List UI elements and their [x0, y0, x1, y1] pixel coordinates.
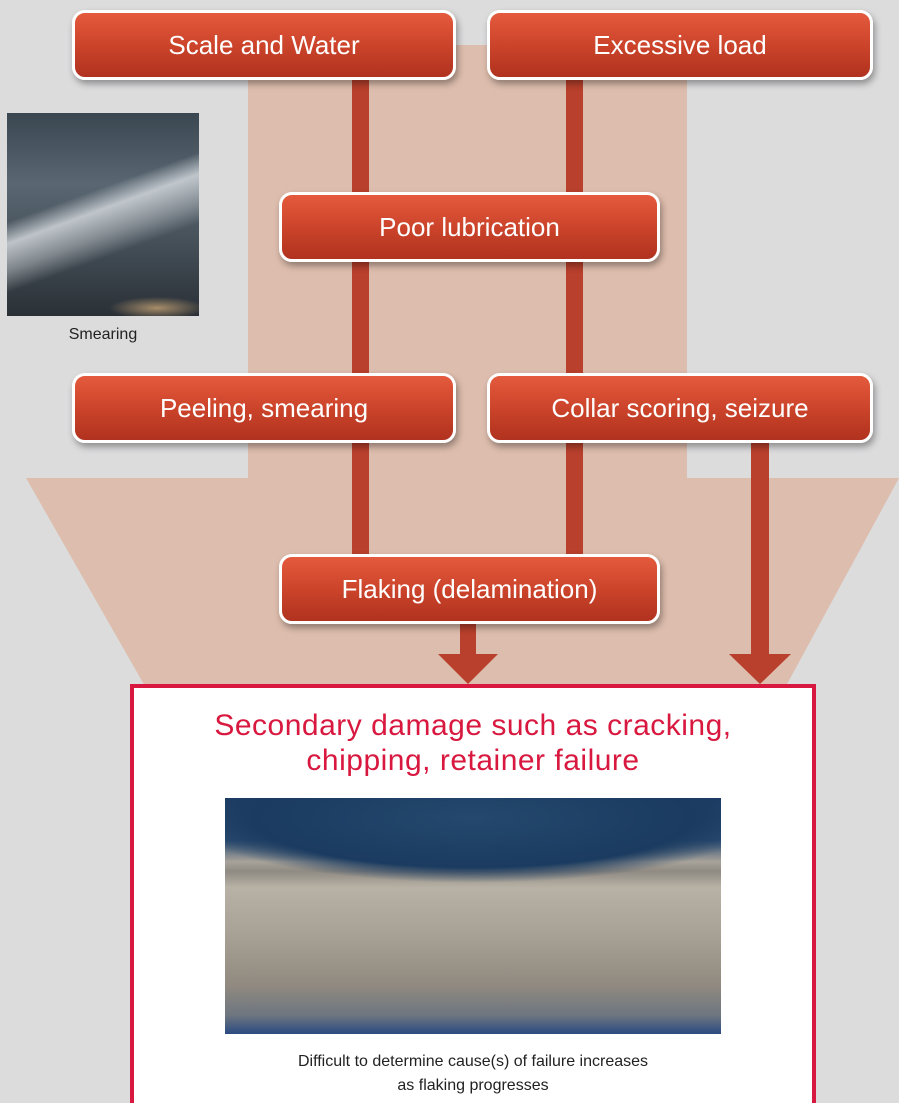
- peeling-smearing-label: Peeling, smearing: [159, 392, 369, 423]
- secondary-damage-caption: Difficult to determine cause(s) of failu…: [134, 1050, 812, 1098]
- smearing-caption: Smearing: [68, 326, 138, 343]
- secondary-damage-title: Secondary damage such as cracking, chipp…: [134, 708, 812, 778]
- arrowhead-collar: [729, 654, 791, 684]
- connector-scale-to-flaking: [352, 70, 369, 570]
- collar-scoring-label: Collar scoring, seizure: [551, 392, 809, 423]
- title-line-1: Secondary damage such as cracking,: [214, 709, 732, 742]
- arrowhead-flaking: [438, 654, 498, 684]
- flaking-photo: [225, 798, 721, 1034]
- peeling-smearing-box: Peeling, smearing: [72, 373, 456, 443]
- scale-and-water-label: Scale and Water: [168, 29, 360, 60]
- connector-load-to-flaking: [566, 70, 583, 570]
- caption-line-2: as flaking progresses: [397, 1077, 549, 1094]
- caption-line-1: Difficult to determine cause(s) of failu…: [297, 1053, 649, 1070]
- flaking-label: Flaking (delamination): [341, 573, 598, 604]
- secondary-damage-box: Secondary damage such as cracking, chipp…: [130, 684, 816, 1103]
- connector-collar-to-result: [751, 430, 769, 658]
- flaking-box: Flaking (delamination): [279, 554, 660, 624]
- poor-lubrication-label: Poor lubrication: [379, 211, 560, 242]
- title-line-2: chipping, retainer failure: [306, 744, 640, 777]
- poor-lubrication-box: Poor lubrication: [279, 192, 660, 262]
- collar-scoring-box: Collar scoring, seizure: [487, 373, 873, 443]
- smearing-photo: [7, 113, 199, 316]
- excessive-load-label: Excessive load: [593, 29, 767, 60]
- scale-and-water-box: Scale and Water: [72, 10, 456, 80]
- excessive-load-box: Excessive load: [487, 10, 873, 80]
